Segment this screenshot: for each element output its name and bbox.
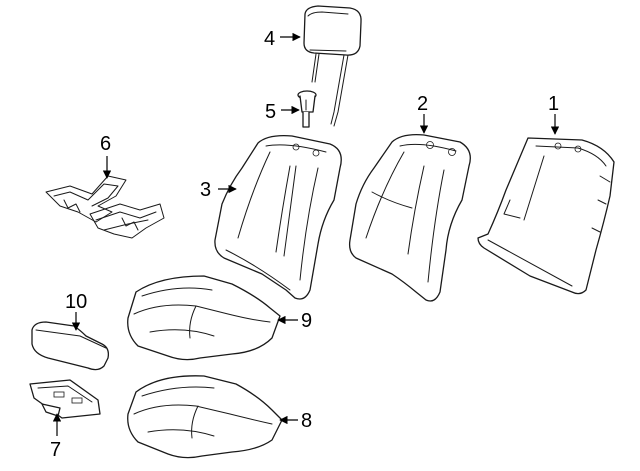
seatback-cover — [214, 135, 342, 300]
seatback-pad — [348, 134, 471, 302]
callout-1: 1 — [548, 93, 559, 115]
callout-9-group: 9 — [277, 310, 312, 332]
side-trim-cover — [31, 321, 110, 371]
callout-6-group: 6 — [100, 133, 112, 179]
callout-7: 7 — [50, 439, 61, 461]
seat-cushion-pad — [127, 375, 283, 459]
callout-8: 8 — [301, 410, 312, 432]
callout-10: 10 — [65, 291, 87, 313]
callout-1-group: 1 — [548, 93, 560, 135]
callout-8-group: 8 — [279, 410, 312, 432]
callout-3-group: 3 — [200, 179, 237, 201]
callout-3: 3 — [200, 179, 211, 201]
switch-bracket — [29, 379, 101, 419]
callout-2: 2 — [417, 93, 428, 115]
headrest — [303, 5, 362, 127]
callout-6: 6 — [100, 133, 111, 155]
callout-5-group: 5 — [265, 101, 300, 123]
callout-4: 4 — [264, 28, 275, 50]
callout-2-group: 2 — [417, 93, 429, 134]
seat-heater-mat — [45, 175, 165, 239]
callout-10-group: 10 — [65, 291, 87, 331]
headrest-guide — [297, 90, 317, 128]
seat-cushion-cover — [127, 275, 281, 361]
seatback-frame — [477, 137, 615, 295]
callout-5: 5 — [265, 101, 276, 123]
callout-9: 9 — [301, 310, 312, 332]
callout-7-group: 7 — [50, 413, 62, 461]
callout-4-group: 4 — [264, 28, 301, 50]
